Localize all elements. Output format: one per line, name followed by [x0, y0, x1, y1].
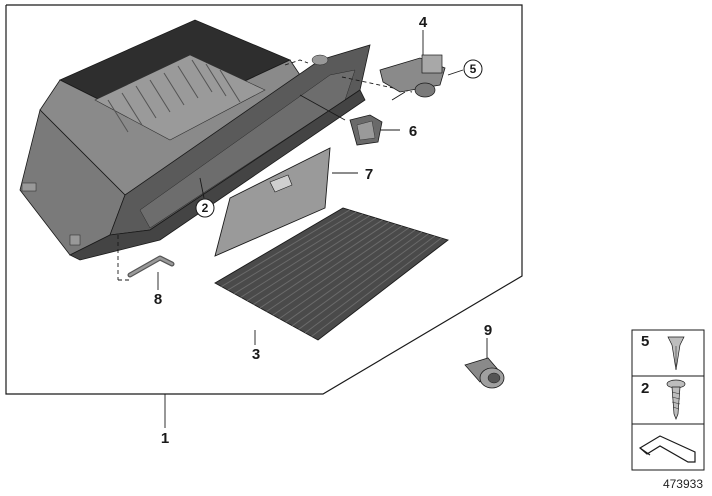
mat-rib	[311, 237, 442, 337]
glove-box-illustration	[19, 19, 371, 261]
assembly-boundary	[5, 4, 523, 395]
callout-3: 3	[252, 346, 260, 363]
leader-lines	[117, 30, 488, 428]
callout-6: 6	[409, 123, 417, 140]
mat-rib	[285, 229, 416, 323]
callout-5: 5	[470, 62, 477, 76]
mat-rib	[304, 235, 436, 334]
screw-icon	[666, 379, 686, 420]
diagram-id: 473933	[663, 477, 703, 491]
mat-rib	[227, 211, 357, 291]
callout-2: 2	[202, 201, 209, 215]
mat-rib	[221, 209, 350, 288]
hex-key-illustration	[127, 255, 175, 278]
callout-4: 4	[419, 14, 428, 31]
callout-9: 9	[484, 322, 492, 339]
mat-rib	[240, 215, 370, 298]
mat-rib	[234, 213, 363, 295]
mat-rib	[246, 217, 377, 302]
callout-5-circle	[463, 59, 483, 79]
legend-item-5: 5	[641, 333, 649, 350]
callout-8: 8	[154, 291, 162, 308]
cover-panel-illustration	[214, 147, 331, 257]
legend-box: 5 2	[631, 329, 705, 471]
mat-rib	[259, 221, 390, 309]
mat-rib	[279, 227, 409, 320]
lock-barrel-illustration	[464, 357, 505, 389]
mat-rib	[272, 225, 403, 316]
mat-illustration	[214, 207, 449, 341]
mat-rib	[266, 223, 396, 312]
mat-rib	[253, 219, 383, 305]
mat-rib	[298, 233, 429, 330]
lock-cylinder-illustration	[379, 54, 446, 101]
mat-rib	[292, 231, 423, 327]
bracket-icon	[638, 435, 696, 463]
clip-illustration	[349, 114, 383, 146]
callout-2-circle	[195, 198, 215, 218]
callout-7: 7	[365, 166, 373, 183]
legend-item-2: 2	[641, 380, 649, 397]
callout-1: 1	[161, 430, 169, 447]
expanding-clip-icon	[667, 336, 685, 371]
